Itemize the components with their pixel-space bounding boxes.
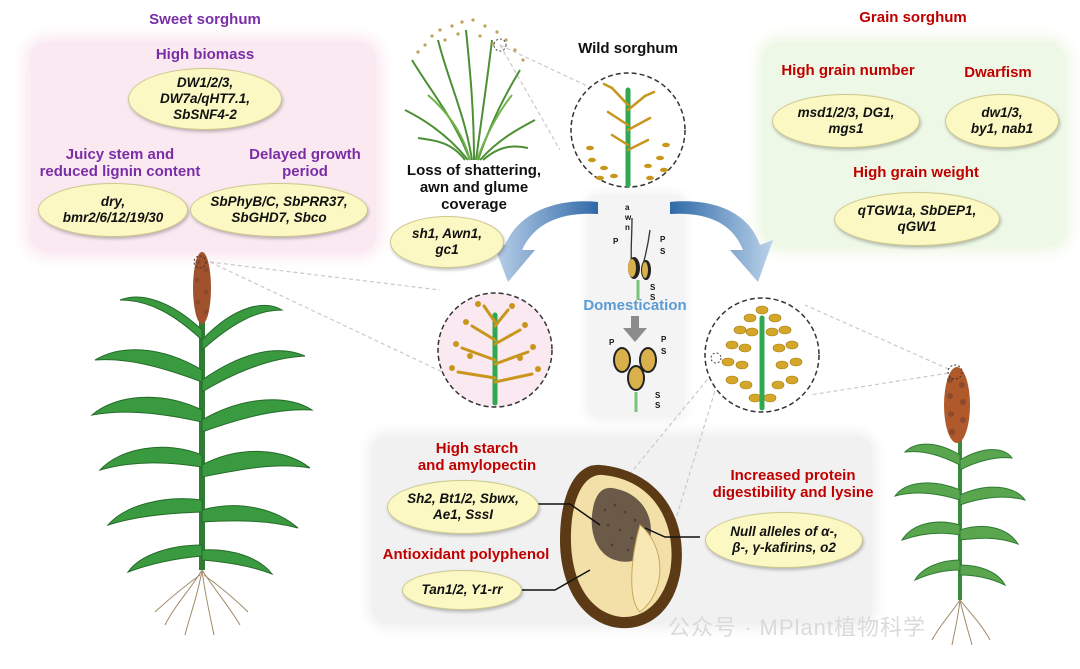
domestication-down-arrow <box>623 316 647 342</box>
grain-sorghum-title: Grain sorghum <box>859 9 967 26</box>
svg-text:w: w <box>624 213 632 222</box>
kernel-cross-section-illustration <box>560 464 682 629</box>
grain-sorghum-plant-illustration <box>893 364 1027 646</box>
high-biomass-title: High biomass <box>155 46 255 63</box>
antioxidant-polyphenol-genes: Tan1/2, Y1-rr <box>402 570 522 610</box>
svg-text:n: n <box>625 223 630 232</box>
svg-text:S: S <box>655 391 661 400</box>
wild-panicle-dots <box>416 18 525 62</box>
sweet-sorghum-plant-illustration <box>90 252 314 636</box>
svg-text:S: S <box>650 293 656 302</box>
kernel-leader-lines <box>520 503 700 591</box>
wild-sorghum-plant-illustration <box>404 29 536 161</box>
grain-panicle-closeup <box>704 297 820 413</box>
wild-panicle-closeup <box>570 72 686 188</box>
high-starch-genes: Sh2, Bt1/2, Sbwx, Ae1, SssI <box>387 480 539 534</box>
high-grain-weight-title: High grain weight <box>853 164 979 181</box>
high-biomass-genes: DW1/2/3, DW7a/qHT7.1, SbSNF4-2 <box>128 68 282 130</box>
high-starch-title: High starch and amylopectin <box>417 440 537 474</box>
connector-lines <box>209 44 956 621</box>
domestication-arrow-right <box>670 201 773 282</box>
juicy-stem-title: Juicy stem and reduced lignin content <box>39 146 201 180</box>
juicy-stem-genes: dry, bmr2/6/12/19/30 <box>38 183 188 237</box>
grain-zoom-marker <box>710 352 722 364</box>
svg-text:P: P <box>660 235 666 244</box>
antioxidant-polyphenol-title: Antioxidant polyphenol <box>382 546 550 563</box>
svg-text:S: S <box>660 247 666 256</box>
loss-of-shattering-title: Loss of shattering, awn and glume covera… <box>406 162 542 213</box>
domestication-label: Domestication <box>583 297 687 314</box>
domesticated-spikelet-illustration <box>613 347 657 412</box>
svg-text:P: P <box>609 338 615 347</box>
delayed-growth-genes: SbPhyB/C, SbPRR37, SbGHD7, Sbco <box>190 183 368 237</box>
loss-of-shattering-genes: sh1, Awn1, gc1 <box>390 216 504 268</box>
svg-text:a: a <box>625 203 630 212</box>
svg-text:S: S <box>661 347 667 356</box>
wild-zoom-marker <box>493 38 507 52</box>
delayed-growth-title: Delayed growth period <box>249 146 361 180</box>
sweet-panicle-closeup <box>437 292 553 408</box>
svg-text:P: P <box>661 335 667 344</box>
protein-digestibility-title: Increased protein digestibility and lysi… <box>712 467 874 501</box>
svg-text:S: S <box>655 401 661 410</box>
high-grain-weight-genes: qTGW1a, SbDEP1, qGW1 <box>834 192 1000 246</box>
dwarfism-title: Dwarfism <box>964 64 1032 81</box>
wild-spikelet-illustration <box>628 217 651 300</box>
high-grain-number-title: High grain number <box>781 62 915 79</box>
sweet-sorghum-title: Sweet sorghum <box>149 11 261 28</box>
protein-digestibility-genes: Null alleles of α-, β-, γ-kafirins, o2 <box>705 512 863 568</box>
svg-text:S: S <box>650 283 656 292</box>
high-grain-number-genes: msd1/2/3, DG1, mgs1 <box>772 94 920 148</box>
wild-sorghum-title: Wild sorghum <box>578 40 678 57</box>
svg-text:P: P <box>613 237 619 246</box>
dwarfism-genes: dw1/3, by1, nab1 <box>945 94 1059 148</box>
spikelet-labels: a w n P P S S S P P S S S <box>609 203 667 410</box>
domestication-arrow-left <box>492 201 598 282</box>
watermark-text: 公众号 · MPlant植物科学 <box>668 615 927 640</box>
